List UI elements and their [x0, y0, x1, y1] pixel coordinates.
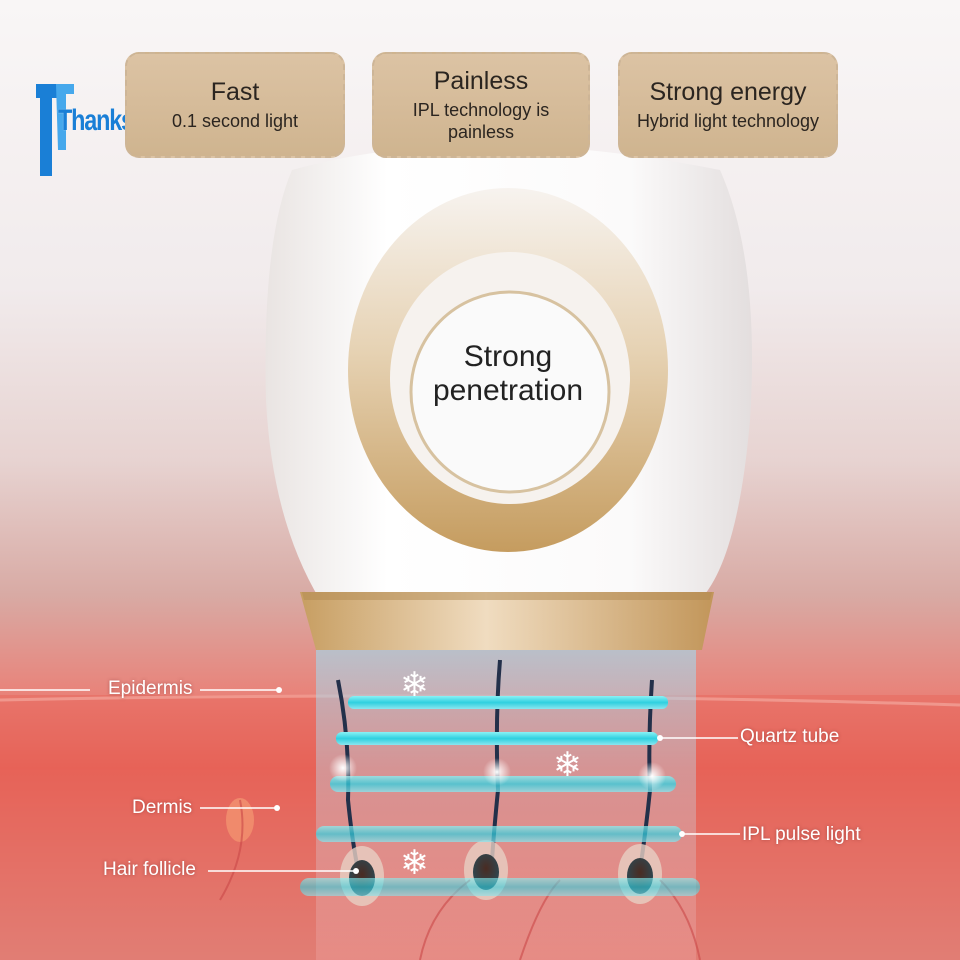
feature-description: IPL technology is painless: [412, 100, 550, 142]
callout-hair-follicle: Hair follicle: [103, 859, 196, 880]
device-center-label: Strong penetration: [432, 340, 584, 407]
callout-ipl-pulse-light: IPL pulse light: [742, 824, 861, 845]
light-glows: [329, 754, 666, 790]
device-gold-band: [300, 592, 714, 650]
feature-card-fast: Fast 0.1 second light: [125, 52, 345, 158]
callout-dots: [274, 687, 685, 874]
callout-dermis: Dermis: [132, 797, 193, 818]
feature-card-strong-energy: Strong energy Hybrid light technology: [618, 52, 838, 158]
feature-title: Painless: [433, 67, 529, 95]
snowflake-icon: ❄: [400, 844, 429, 882]
feature-card-painless: Painless IPL technology is painless: [372, 52, 590, 158]
feature-title: Fast: [210, 78, 260, 106]
feature-description: Hybrid light technology: [636, 111, 820, 131]
snowflake-icon: ❄: [400, 666, 429, 704]
callout-epidermis: Epidermis: [108, 678, 193, 699]
logo-icon: [36, 84, 74, 176]
snowflake-icon: ❄: [553, 746, 582, 784]
device-button: [409, 290, 611, 494]
callout-lines: [0, 689, 740, 872]
device-band-shadow: [302, 592, 712, 600]
feature-title: Strong energy: [649, 78, 807, 106]
callout-quartz-tube: Quartz tube: [740, 726, 840, 747]
quartz-tubes: [300, 696, 700, 896]
feature-description: 0.1 second light: [171, 111, 299, 131]
